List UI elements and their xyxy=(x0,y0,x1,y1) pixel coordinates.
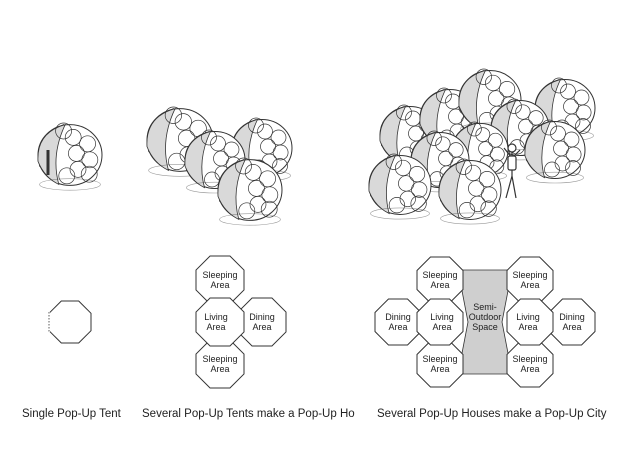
caption-pop-up-house: Several Pop-Up Tents make a Pop-Up House xyxy=(142,408,355,420)
house-dome-front xyxy=(217,157,283,226)
single-tent-octagon xyxy=(48,300,92,344)
city-dome-9 xyxy=(368,153,432,220)
city-dome-10 xyxy=(438,158,502,225)
house-room-center xyxy=(195,297,245,347)
city-b-room-bottom xyxy=(506,340,554,388)
single-tent-plan xyxy=(48,300,92,344)
single-tent-dome xyxy=(37,122,103,191)
person-figure xyxy=(503,143,521,199)
dome-illustrations xyxy=(37,68,596,226)
city-a-room-bottom xyxy=(416,340,464,388)
city-a-room-left xyxy=(374,298,422,346)
city-a-room-center xyxy=(416,298,464,346)
city-dome-3 xyxy=(458,68,522,135)
city-dome-8 xyxy=(524,119,586,184)
city-b-room-center xyxy=(506,298,554,346)
house-room-bottom xyxy=(195,339,245,389)
caption-pop-up-city: Several Pop-Up Houses make a Pop-Up City xyxy=(377,408,607,420)
caption-single-tent: Single Pop-Up Tent xyxy=(22,408,121,420)
